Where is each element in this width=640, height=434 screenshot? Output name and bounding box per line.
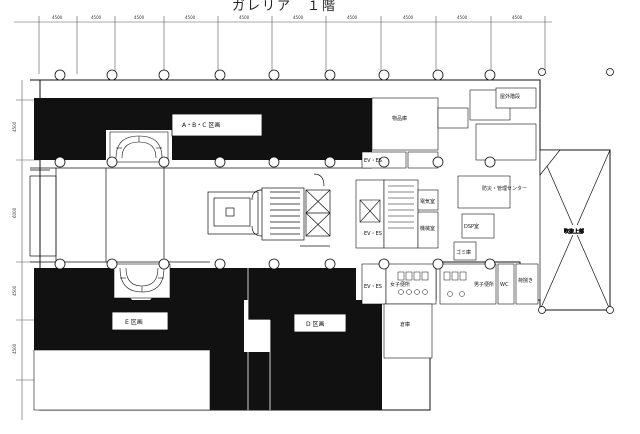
dsp-room-label: DSP室: [464, 223, 479, 230]
row-dim-label: 6000: [12, 207, 17, 218]
dim-label: 4500: [91, 15, 102, 20]
trash-label: ゴミ庫: [456, 249, 471, 256]
zone-e-label: E 区画: [125, 319, 143, 326]
room-labels: 物品庫 屋外階段 防災・管理センター EV・ES EV・ES EV・ES 女子便…: [364, 93, 533, 328]
dim-label: 4500: [512, 15, 523, 20]
top-dimension-line: [14, 16, 552, 74]
machine-label: 機械室: [420, 225, 435, 232]
stock-room-label: 物品庫: [392, 115, 407, 122]
dim-label: 4500: [52, 15, 63, 20]
loading-label: 荷捌き: [518, 277, 533, 284]
storage-label: 倉庫: [400, 321, 410, 328]
void-right-label: 吹抜上部: [564, 228, 584, 235]
service-rooms: [355, 87, 539, 359]
zone-d-label: D 区画: [306, 321, 325, 328]
dim-label: 4500: [293, 15, 304, 20]
row-dim-label: 4500: [12, 121, 17, 132]
dim-label: 4500: [185, 15, 196, 20]
left-dimension-labels: 4500 6000 4500 4500: [12, 121, 17, 354]
stair-lower-left: [113, 263, 171, 299]
ev-hall-top-label: EV・ES: [364, 158, 382, 164]
zone-abc-label: A・B・C 区画: [182, 122, 220, 129]
central-core: [207, 173, 331, 247]
disaster-center-label: 防災・管理センター: [482, 185, 527, 192]
dim-label: 4500: [403, 15, 414, 20]
columns: [54, 68, 614, 314]
void-right: 吹抜上部: [539, 149, 611, 311]
row-dim-label: 4500: [12, 285, 17, 296]
dim-label: 4500: [457, 15, 468, 20]
elec-label: 電気室: [420, 198, 435, 205]
zone-d: D 区画: [214, 268, 382, 410]
stair-upper-left: [109, 131, 169, 163]
ev-hall-left-label: EV・ES: [364, 284, 382, 290]
row-dim-label: 4500: [12, 343, 17, 354]
mens-wc-label: 男子便所: [474, 281, 494, 288]
dim-label: 4500: [239, 15, 250, 20]
wc-fixtures: [397, 271, 467, 297]
zone-e: E 区画: [33, 268, 248, 411]
wc-mark-label: WC: [500, 282, 509, 288]
ev-hall-bottom-label: EV・ES: [364, 231, 382, 237]
dim-label: 4500: [347, 15, 358, 20]
dim-label: 4500: [134, 15, 145, 20]
zone-abc: A・B・C 区画: [34, 98, 372, 160]
womens-wc-label: 女子便所: [390, 281, 410, 288]
plan-title: ガレリア １階: [232, 0, 337, 14]
top-dimension-labels: 4500 4500 4500 4500 4500 4500 4500 4500 …: [52, 15, 523, 20]
upper-right-label: 屋外階段: [500, 93, 520, 100]
